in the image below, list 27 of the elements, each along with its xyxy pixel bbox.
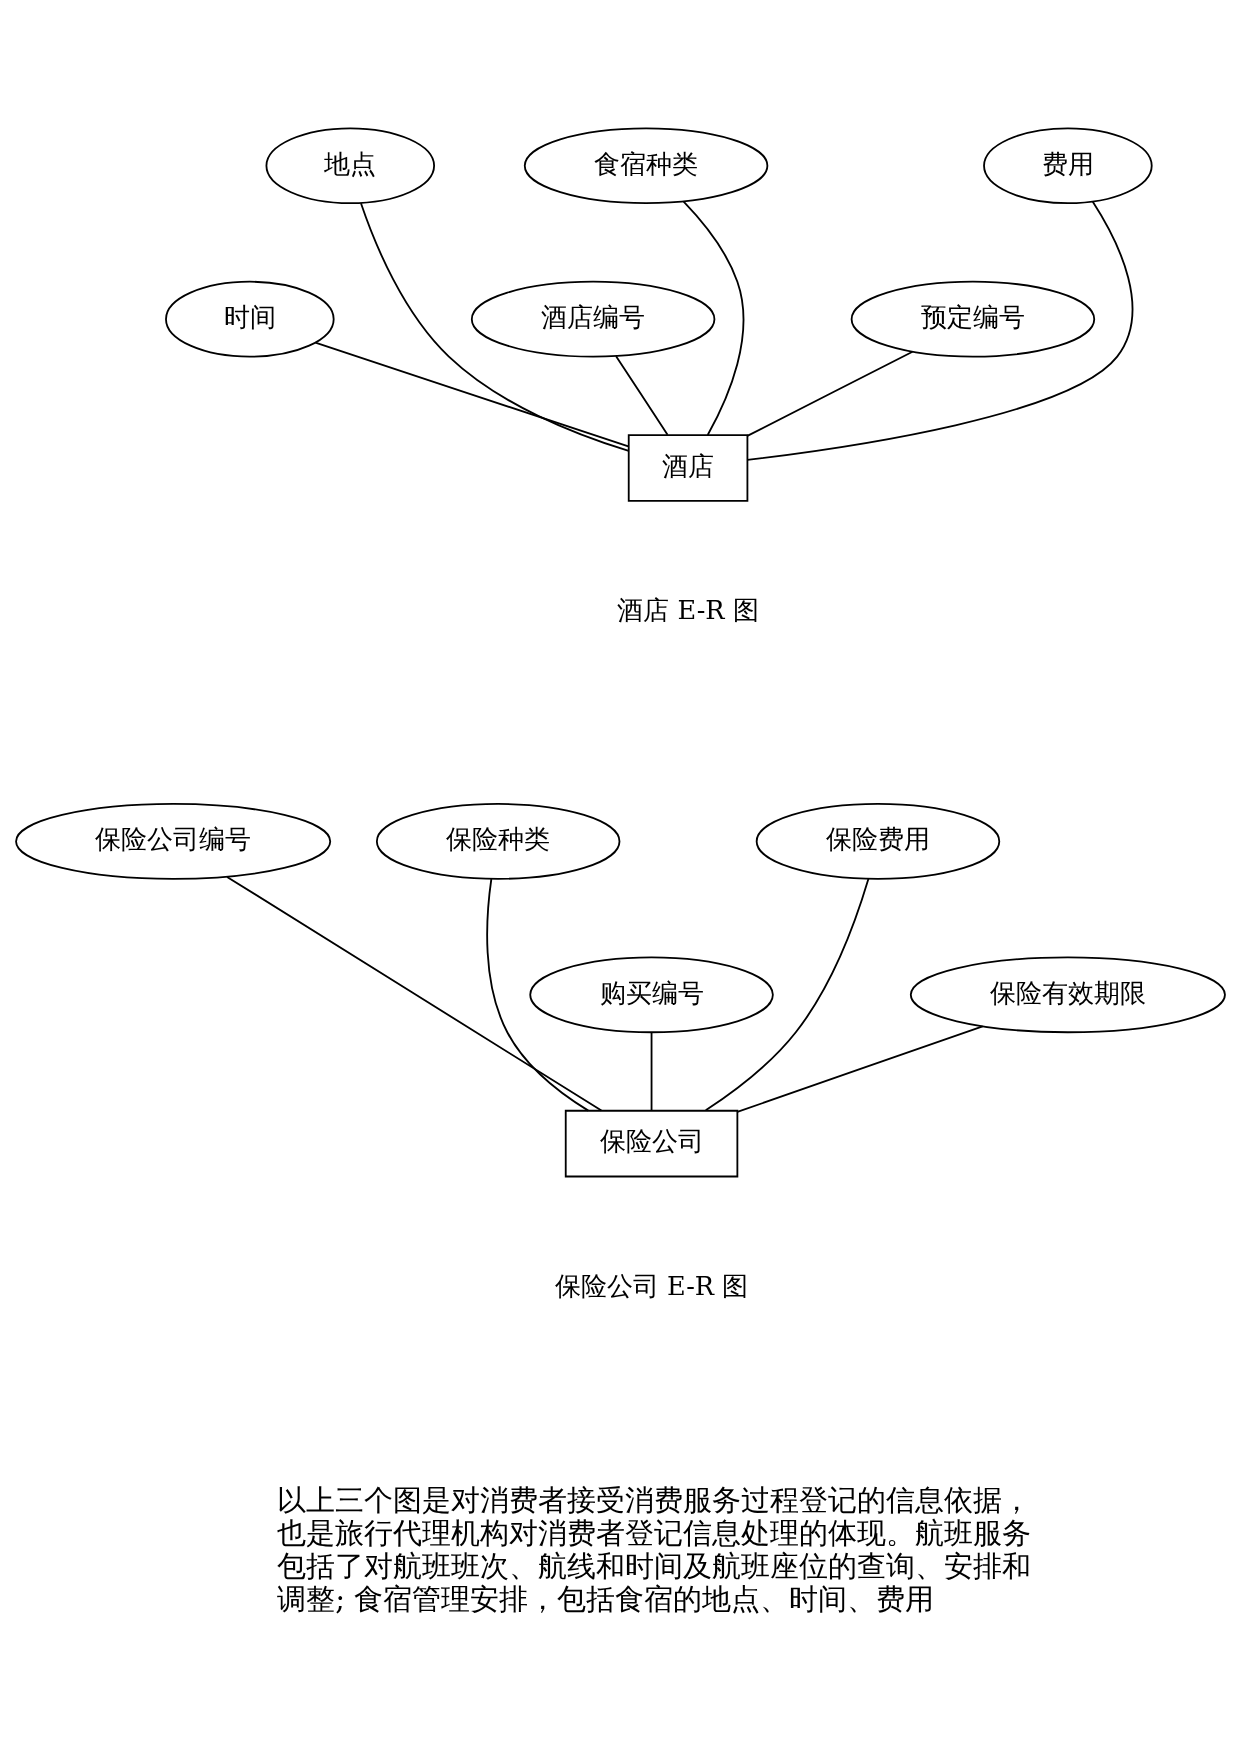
node-ellipse: 地点 (265, 127, 436, 205)
connector (746, 350, 914, 437)
node-ellipse: 保险有效期限 (909, 956, 1226, 1034)
node-ellipse: 保险费用 (755, 803, 1001, 880)
connector (226, 876, 603, 1112)
connector (746, 200, 1134, 461)
connector (486, 878, 590, 1112)
connector (314, 341, 630, 448)
node-ellipse: 保险公司编号 (15, 803, 332, 880)
label: 以上三个图是对消费者接受消费服务过程登记的信息依据，也是旅行代理机构对消费者登记信息处理的体现。航班服务包括了对航班班次、航线和时间及航班座位的查询、安排和调整; 食宿管理安排，包括食宿的地点、时间、费用 (277, 1483, 1032, 1616)
node-ellipse: 食宿种类 (523, 127, 769, 205)
node-ellipse: 购买编号 (529, 956, 774, 1034)
node-ellipse: 时间 (165, 280, 335, 358)
node-ellipse: 费用 (983, 127, 1153, 205)
node-ellipse: 酒店编号 (470, 280, 716, 358)
connector (736, 1025, 984, 1113)
label: 酒店 E-R 图 (617, 595, 759, 625)
node-ellipse: 预定编号 (850, 280, 1096, 358)
node-ellipse: 保险种类 (375, 803, 621, 880)
connector (650, 1031, 653, 1112)
connector (682, 200, 745, 436)
node-box: 保险公司 (564, 1109, 739, 1178)
connector (360, 202, 630, 452)
node-box: 酒店 (627, 434, 749, 502)
connector (704, 877, 870, 1112)
label: 保险公司 E-R 图 (554, 1270, 749, 1301)
connector (615, 355, 669, 436)
